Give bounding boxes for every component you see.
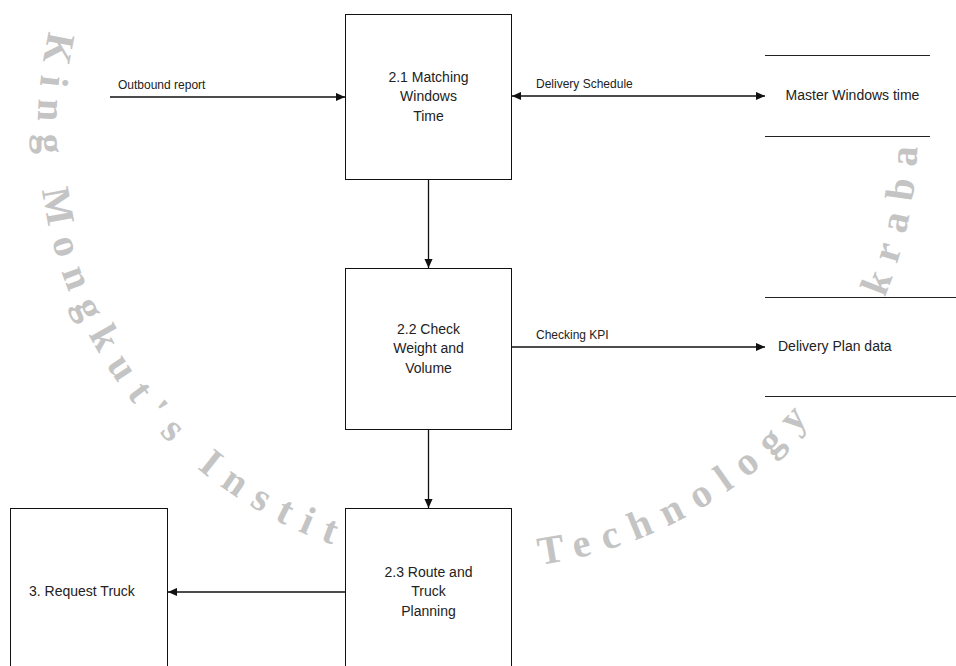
data-store: Master Windows time (765, 55, 930, 137)
node-text: 2.2 Check Weight and Volume (379, 320, 479, 379)
process-box: 2.1 Matching Windows Time (345, 14, 512, 180)
flow-label: Outbound report (116, 78, 207, 92)
node-text: 3. Request Truck (29, 582, 135, 602)
flow-label: Delivery Schedule (534, 77, 635, 91)
input-arrow (110, 96, 345, 97)
flow-arrow (512, 346, 765, 347)
flow-arrow (428, 180, 429, 268)
flow-arrow (168, 591, 345, 592)
data-store: Delivery Plan data (765, 297, 956, 397)
process-box: 3. Request Truck (10, 508, 168, 666)
node-text: 2.3 Route and Truck Planning (384, 563, 474, 622)
flow-arrow (512, 95, 765, 96)
flow-arrow (428, 430, 429, 508)
flow-label: Checking KPI (534, 328, 611, 342)
process-box: 2.2 Check Weight and Volume (345, 268, 512, 430)
node-text: Master Windows time (786, 86, 920, 106)
node-text: Delivery Plan data (778, 337, 892, 357)
node-text: 2.1 Matching Windows Time (384, 68, 474, 127)
process-box: 2.3 Route and Truck Planning (345, 508, 512, 666)
